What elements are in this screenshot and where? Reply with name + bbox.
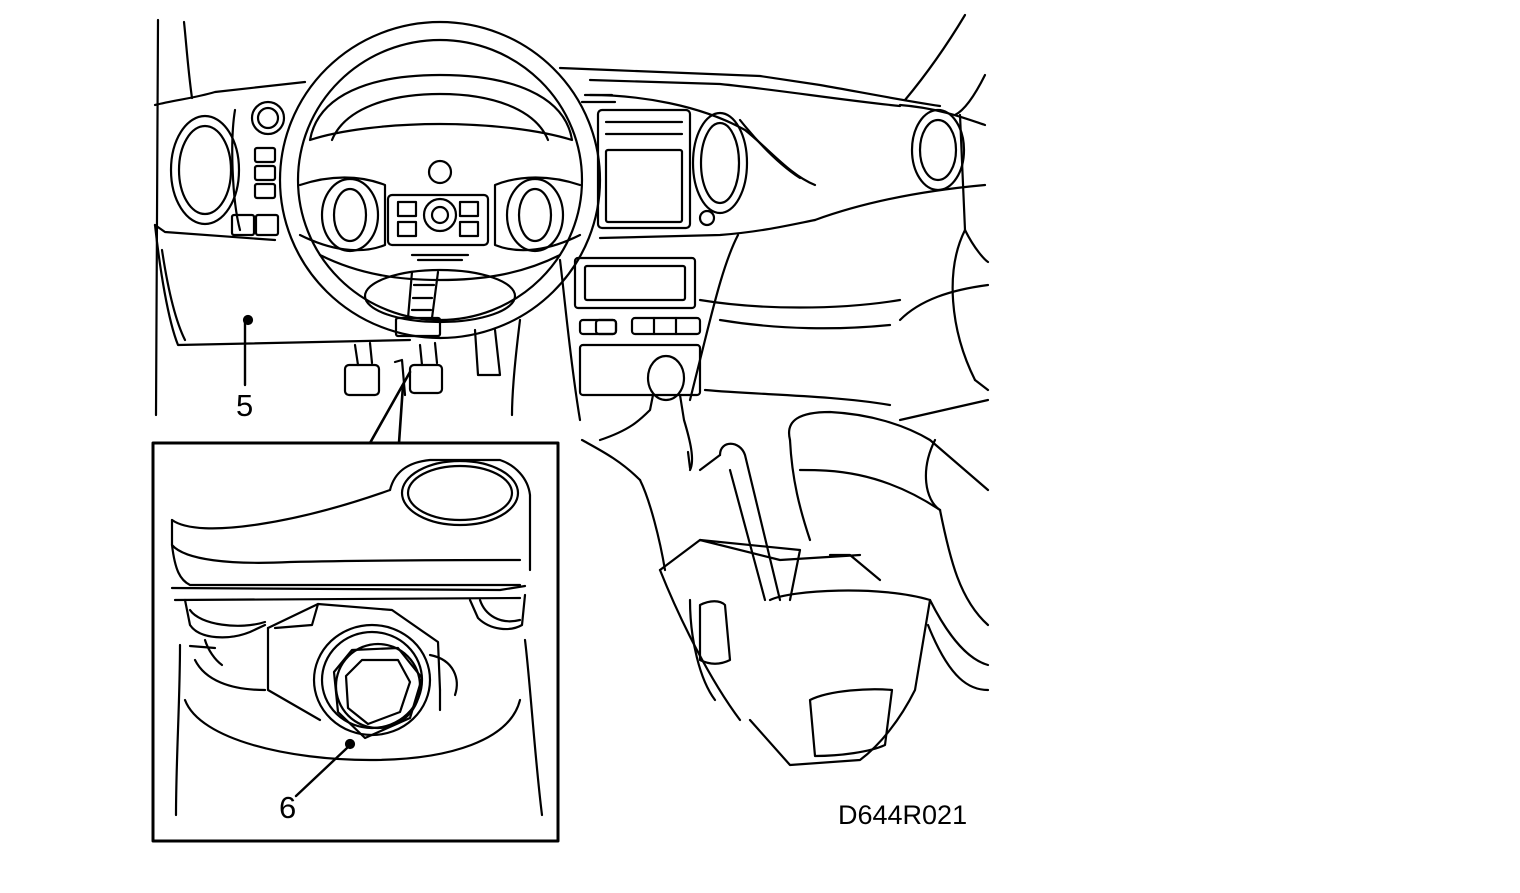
door-frame — [156, 20, 192, 415]
knee-panel — [155, 225, 410, 385]
left-vents — [171, 102, 284, 235]
steering-wheel — [280, 22, 600, 338]
callout-6: 6 — [279, 790, 297, 825]
gear-lever — [582, 356, 692, 570]
detail-inset — [153, 443, 558, 841]
detail-leader — [370, 372, 410, 443]
center-stack — [512, 95, 964, 420]
seats — [700, 230, 988, 690]
pedals — [345, 330, 500, 395]
figure-code: D644R021 — [838, 800, 968, 830]
callout-5: 5 — [236, 388, 254, 423]
center-console — [660, 444, 930, 765]
